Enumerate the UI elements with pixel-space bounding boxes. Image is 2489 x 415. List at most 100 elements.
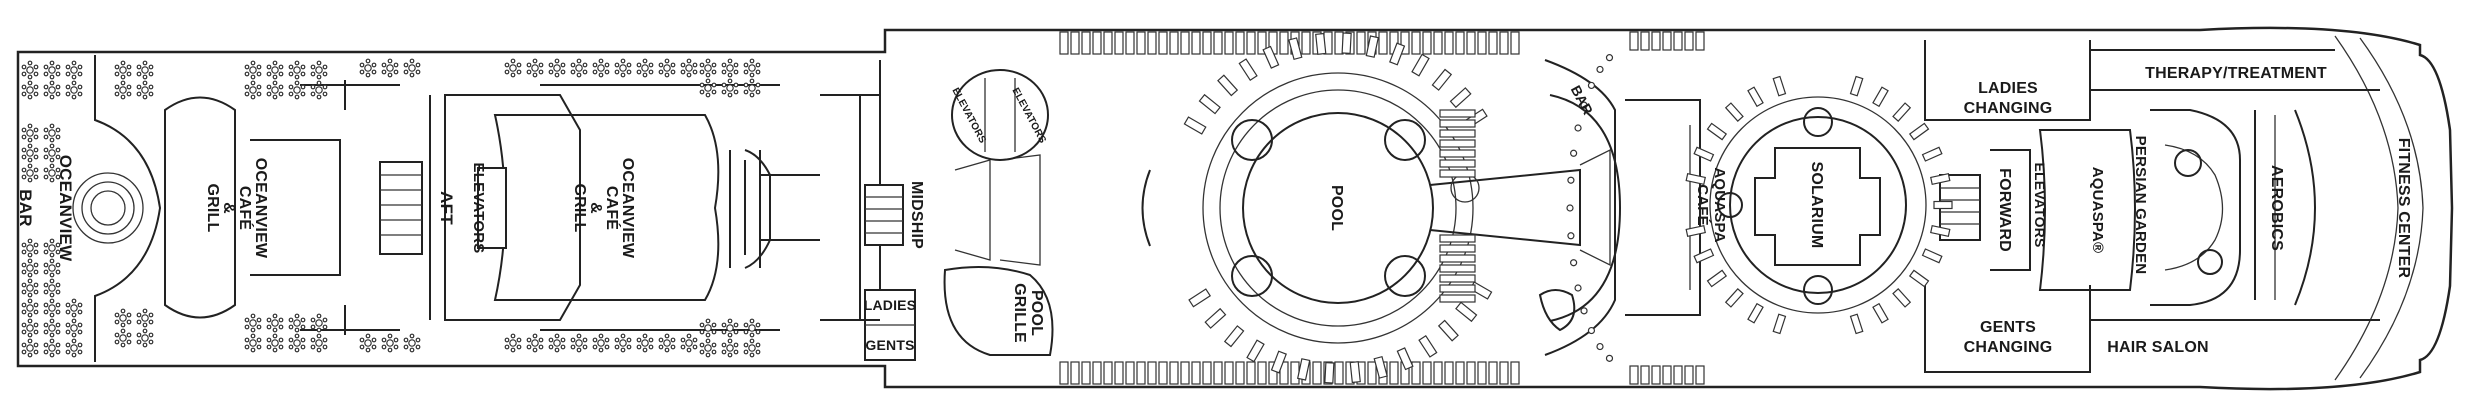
- chair-icon: [371, 69, 377, 75]
- chair-icon: [504, 344, 510, 350]
- chair-icon: [755, 82, 761, 88]
- table-icon: [48, 129, 56, 137]
- chair-icon: [582, 344, 588, 350]
- chair-icon: [322, 337, 328, 343]
- chair-icon: [33, 249, 39, 255]
- chair-icon: [316, 74, 322, 80]
- table-icon: [408, 64, 416, 72]
- chair-icon: [692, 69, 698, 75]
- chair-icon: [322, 317, 328, 323]
- lounger-icon: [1439, 129, 1476, 138]
- chair-icon: [532, 333, 538, 339]
- chair-icon: [33, 64, 39, 70]
- chair-icon: [49, 157, 55, 163]
- chair-icon: [359, 337, 365, 343]
- chair-icon: [548, 62, 554, 68]
- chair-icon: [749, 58, 755, 64]
- table-icon: [748, 84, 756, 92]
- chair-icon: [582, 69, 588, 75]
- table-icon: [575, 339, 583, 347]
- lounger-icon: [1389, 361, 1399, 385]
- chair-icon: [322, 344, 328, 350]
- aerobics-label: AEROBICS: [2268, 165, 2285, 251]
- lounger-icon: [1191, 31, 1201, 55]
- lounger-icon: [1290, 361, 1300, 385]
- chair-icon: [648, 344, 654, 350]
- chair-icon: [43, 167, 49, 173]
- chair-icon: [114, 64, 120, 70]
- lounger-icon: [1180, 31, 1190, 55]
- lounger-icon: [1439, 159, 1476, 168]
- chair-icon: [266, 337, 272, 343]
- chair-icon: [27, 157, 33, 163]
- chair-icon: [49, 80, 55, 86]
- lounger-icon: [1640, 31, 1650, 51]
- chair-icon: [636, 337, 642, 343]
- chair-icon: [755, 69, 761, 75]
- aft-elevators-block: [379, 161, 507, 255]
- chair-icon: [510, 333, 516, 339]
- lounger-icon: [1693, 248, 1715, 264]
- lounger-icon: [1147, 31, 1157, 55]
- chair-icon: [316, 313, 322, 319]
- table-icon: [293, 339, 301, 347]
- chair-icon: [721, 329, 727, 335]
- chair-icon: [516, 337, 522, 343]
- chair-icon: [733, 349, 739, 355]
- lounger-icon: [1213, 31, 1223, 55]
- stool-icon: [1574, 124, 1582, 132]
- chair-icon: [365, 347, 371, 353]
- chair-icon: [554, 347, 560, 353]
- chair-icon: [570, 69, 576, 75]
- chair-icon: [310, 317, 316, 323]
- chair-icon: [316, 94, 322, 100]
- chair-icon: [526, 62, 532, 68]
- chair-icon: [310, 324, 316, 330]
- table-icon: [685, 339, 693, 347]
- chair-icon: [114, 312, 120, 318]
- chair-icon: [614, 69, 620, 75]
- bow-line-2: [2359, 37, 2424, 379]
- chair-icon: [55, 342, 61, 348]
- chair-icon: [733, 62, 739, 68]
- stool-icon: [1580, 307, 1588, 315]
- lounger-icon: [1411, 361, 1421, 385]
- bow-line-1: [2334, 35, 2399, 381]
- lounger-icon: [1188, 288, 1212, 308]
- table-icon: [726, 324, 734, 332]
- chair-icon: [77, 322, 83, 328]
- chair-icon: [49, 312, 55, 318]
- chair-icon: [699, 342, 705, 348]
- lounger-icon: [1695, 31, 1705, 51]
- chair-icon: [148, 332, 154, 338]
- table-icon: [70, 344, 78, 352]
- chair-icon: [699, 69, 705, 75]
- stool-icon: [1605, 54, 1614, 62]
- table-icon: [249, 339, 257, 347]
- chair-icon: [322, 324, 328, 330]
- hull-outline: [16, 26, 2454, 391]
- lounger-icon: [1455, 31, 1465, 55]
- table-icon: [271, 86, 279, 94]
- gents-changing-label-1: GENTS: [1980, 319, 2036, 336]
- fitness-center-label: FITNESS CENTER: [2395, 138, 2412, 279]
- chair-icon: [272, 347, 278, 353]
- chair-icon: [33, 167, 39, 173]
- lounger-icon: [1439, 109, 1476, 118]
- table-icon: [119, 314, 127, 322]
- chair-icon: [409, 347, 415, 353]
- chair-icon: [33, 342, 39, 348]
- chair-icon: [393, 344, 399, 350]
- chair-icon: [272, 313, 278, 319]
- chair-icon: [49, 332, 55, 338]
- lounger-icon: [1235, 31, 1245, 55]
- table-icon: [70, 304, 78, 312]
- table-icon: [386, 339, 394, 347]
- elevators-mid-label-1: ELEVATORS: [949, 86, 988, 145]
- lounger-icon: [1849, 75, 1864, 97]
- chair-icon: [21, 91, 27, 97]
- chair-icon: [148, 84, 154, 90]
- chair-icon: [142, 328, 148, 334]
- chair-icon: [33, 84, 39, 90]
- chair-icon: [21, 269, 27, 275]
